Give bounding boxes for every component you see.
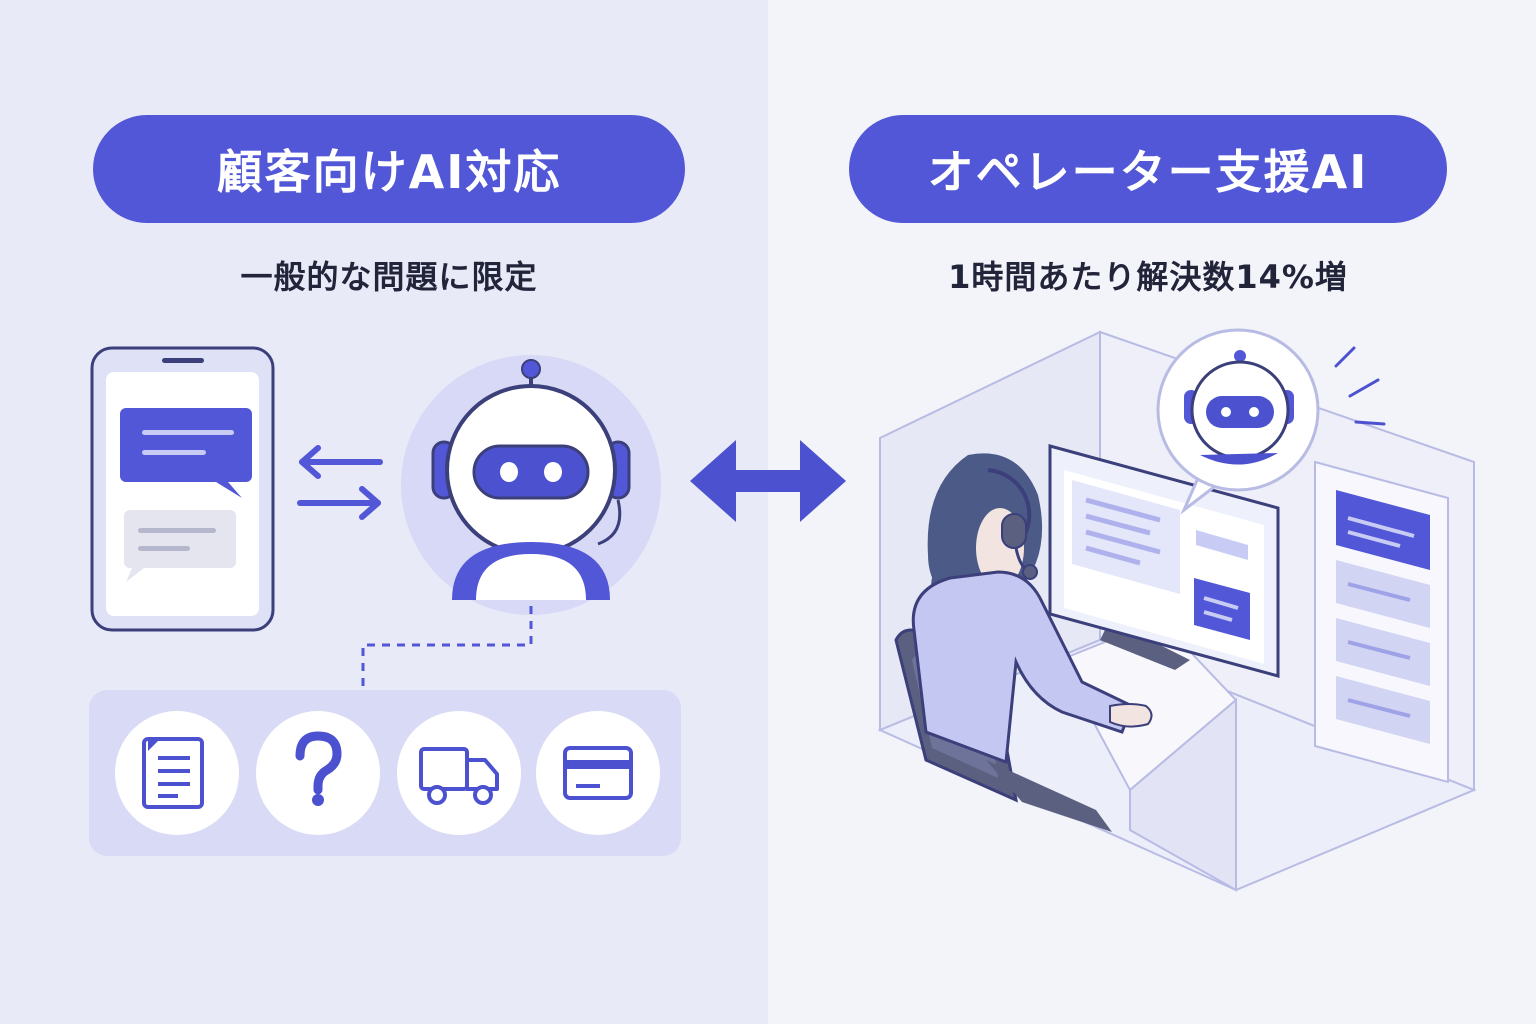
monitor-icon [1048,444,1280,678]
operator-person [911,453,1153,832]
operator-ai-title: オペレーター支援AI [927,145,1369,199]
customer-ai-subtitle: 一般的な問題に限定 [240,258,538,296]
truck-icon [397,711,521,835]
topic-tray [89,690,681,856]
operator-ai-subtitle: 1時間あたり解決数14%増 [948,258,1348,296]
smartphone-icon [90,346,275,632]
double-arrow-icon [690,440,846,522]
ai-assistant-bubble [1156,328,1320,515]
question-icon [256,711,380,835]
customer-ai-title: 顧客向けAI対応 [216,145,562,199]
customer-ai-title-pill: 顧客向けAI対応 [93,115,685,223]
robot-icon [401,355,661,615]
exchange-arrows-icon [297,445,383,520]
operator-ai-title-pill: オペレーター支援AI [849,115,1447,223]
dashed-connector [361,606,533,690]
ai-suggestion-panel [1314,460,1449,784]
credit-card-icon [536,711,660,835]
sparkle-icon [1334,346,1386,426]
document-icon [115,711,239,835]
